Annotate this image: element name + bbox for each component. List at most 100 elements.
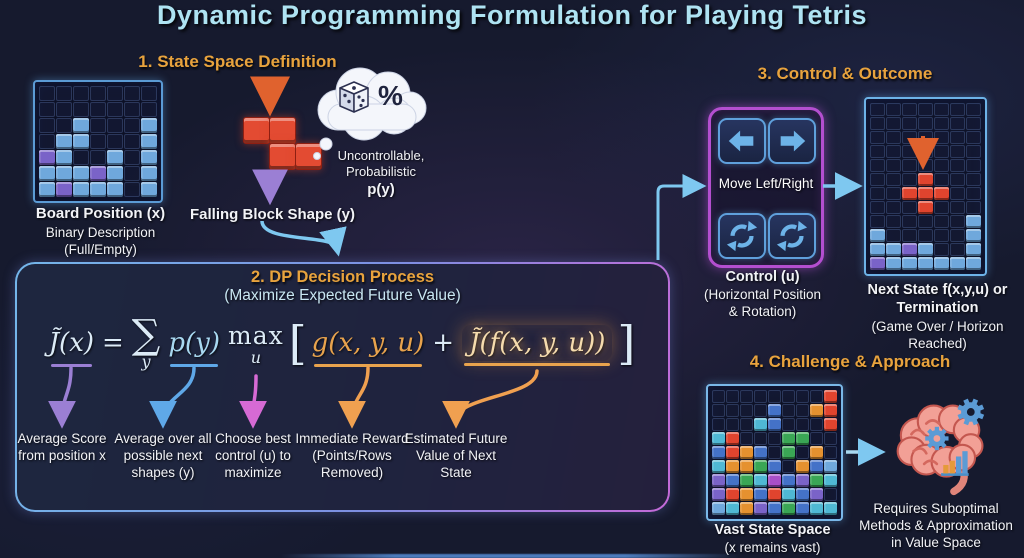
tetris-cell xyxy=(740,474,753,487)
vast-state-space-grid xyxy=(706,384,843,521)
tetris-cell xyxy=(966,215,981,228)
tetris-cell xyxy=(782,474,795,487)
move-right-button[interactable] xyxy=(768,118,816,164)
empty-cell xyxy=(918,215,933,228)
falling-block-label: Falling Block Shape (y) xyxy=(189,206,356,223)
empty-cell xyxy=(886,117,901,130)
bottom-glow-divider xyxy=(280,554,740,558)
tetris-cell xyxy=(810,446,823,459)
empty-cell xyxy=(934,201,949,214)
tetris-cell xyxy=(73,134,89,149)
empty-cell xyxy=(782,404,795,417)
tetris-cell xyxy=(712,474,725,487)
tetris-cell xyxy=(726,474,739,487)
tetris-cell xyxy=(796,502,809,515)
tetris-cell xyxy=(886,243,901,256)
tetris-cell xyxy=(870,257,885,270)
tetris-cell xyxy=(918,173,933,186)
empty-cell xyxy=(902,201,917,214)
tetris-cell xyxy=(824,502,837,515)
empty-cell xyxy=(124,134,140,149)
empty-cell xyxy=(950,145,965,158)
empty-cell xyxy=(870,131,885,144)
move-left-button[interactable] xyxy=(718,118,766,164)
empty-cell xyxy=(966,201,981,214)
empty-cell xyxy=(886,201,901,214)
empty-cell xyxy=(950,117,965,130)
empty-cell xyxy=(740,432,753,445)
board-position-label: Board Position (x) Binary Description (F… xyxy=(35,205,166,257)
tetris-cell xyxy=(824,404,837,417)
tetris-cell xyxy=(754,446,767,459)
empty-cell xyxy=(768,390,781,403)
empty-cell xyxy=(886,187,901,200)
tetris-cell xyxy=(782,432,795,445)
tetris-cell xyxy=(824,460,837,473)
dice-icon xyxy=(339,81,369,113)
empty-cell xyxy=(141,102,157,117)
tetris-cell xyxy=(90,166,106,181)
empty-cell xyxy=(950,229,965,242)
tetris-cell xyxy=(73,182,89,197)
empty-cell xyxy=(796,404,809,417)
approach-label: Requires Suboptimal Methods & Approximat… xyxy=(859,501,1013,550)
tetris-cell xyxy=(934,257,949,270)
empty-cell xyxy=(124,118,140,133)
tetris-cell xyxy=(726,488,739,501)
tetris-cell xyxy=(754,488,767,501)
gear-icon xyxy=(925,426,949,451)
formula-part-bracket: ] xyxy=(617,316,636,370)
tetris-cell xyxy=(39,150,55,165)
empty-cell xyxy=(870,215,885,228)
tetris-cell xyxy=(56,182,72,197)
tetris-cell xyxy=(810,502,823,515)
rotate-ccw-button[interactable] xyxy=(718,213,766,259)
rotate-cw-button[interactable] xyxy=(768,213,816,259)
empty-cell xyxy=(39,134,55,149)
formula-part-plus: + xyxy=(432,328,455,358)
tetris-cell xyxy=(740,446,753,459)
empty-cell xyxy=(966,159,981,172)
empty-cell xyxy=(886,131,901,144)
empty-cell xyxy=(886,145,901,158)
empty-cell xyxy=(824,488,837,501)
empty-cell xyxy=(712,390,725,403)
empty-cell xyxy=(902,103,917,116)
formula-part-eq: = xyxy=(102,328,124,358)
empty-cell xyxy=(824,446,837,459)
empty-cell xyxy=(934,173,949,186)
empty-cell xyxy=(934,103,949,116)
next-state-label: Next State f(x,y,u) or Termination (Game… xyxy=(867,282,1008,351)
tetris-cell xyxy=(810,474,823,487)
empty-cell xyxy=(740,404,753,417)
empty-cell xyxy=(90,150,106,165)
empty-cell xyxy=(934,229,949,242)
empty-cell xyxy=(934,243,949,256)
empty-cell xyxy=(950,159,965,172)
tetris-cell xyxy=(768,474,781,487)
empty-cell xyxy=(950,173,965,186)
tetris-cell xyxy=(712,488,725,501)
tetris-cell xyxy=(712,502,725,515)
tetris-cell xyxy=(56,150,72,165)
empty-cell xyxy=(740,390,753,403)
empty-cell xyxy=(934,117,949,130)
tetris-cell xyxy=(768,488,781,501)
empty-cell xyxy=(950,103,965,116)
empty-cell xyxy=(966,117,981,130)
empty-cell xyxy=(870,201,885,214)
tetris-cell xyxy=(141,182,157,197)
empty-cell xyxy=(870,187,885,200)
tetris-cell xyxy=(73,166,89,181)
tetris-cell xyxy=(810,404,823,417)
empty-cell xyxy=(124,86,140,101)
next-state-grid xyxy=(864,97,987,276)
empty-cell xyxy=(56,86,72,101)
tetris-cell xyxy=(966,229,981,242)
percent-symbol: % xyxy=(378,80,403,111)
tetris-cell xyxy=(870,229,885,242)
empty-cell xyxy=(950,201,965,214)
